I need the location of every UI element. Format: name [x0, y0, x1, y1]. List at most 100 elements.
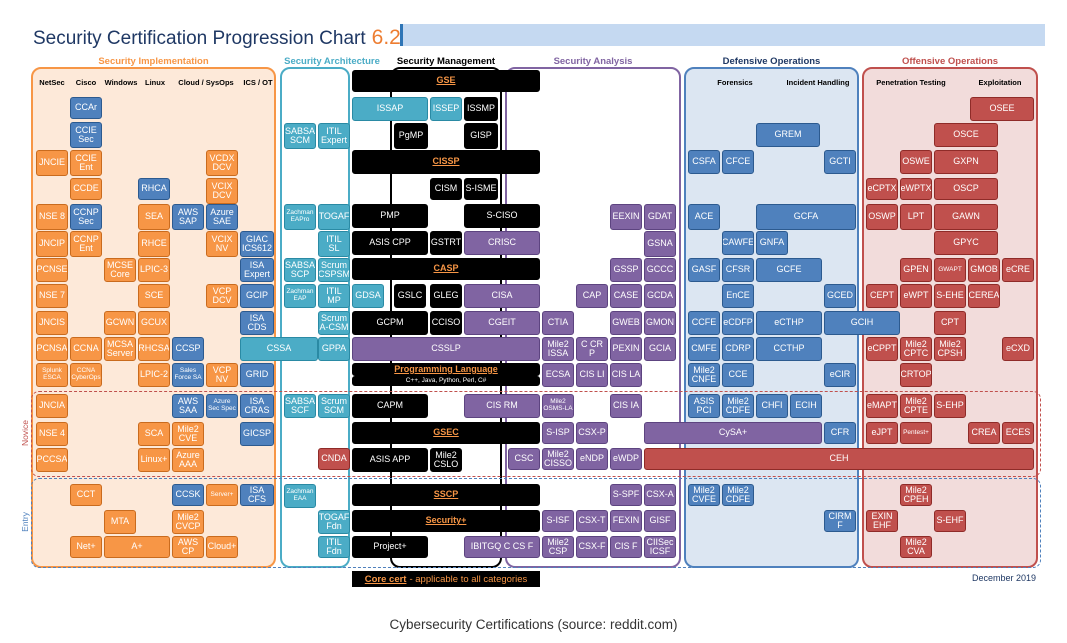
cert-cct: CCT — [70, 484, 102, 506]
panel-title-analysis: Security Analysis — [553, 56, 633, 67]
cert-ewdp: eWDP — [610, 448, 642, 470]
cert-cfce: CFCE — [722, 150, 754, 174]
col-linux: Linux — [145, 78, 165, 87]
cert-asis-app: ASIS APP — [352, 448, 428, 472]
cert-gpen: GPEN — [900, 258, 932, 282]
cert-csfa: CSFA — [688, 150, 720, 174]
cert-fexin: FEXIN — [610, 510, 642, 532]
cert-lpic-2: LPIC-2 — [138, 363, 170, 387]
cert-pentest: Pentest+ — [900, 422, 932, 444]
panel-title-defensive: Defensive Operations — [722, 56, 821, 67]
cert-ecsa: ECSA — [542, 363, 574, 387]
cert-programming-language: Programming Language — [352, 363, 540, 376]
cert-ence: EnCE — [722, 284, 754, 308]
cert-emapt: eMAPT — [866, 394, 898, 418]
cert-s-isme: S-ISME — [464, 178, 498, 200]
cert-mile2-osms-la: Mile2 OSMS-LA — [542, 394, 574, 418]
cert-ccie-sec: CCIE Sec — [70, 122, 102, 148]
cert-jncia: JNCIA — [36, 394, 68, 418]
cert-mile2-cdfe: Mile2 CDFE — [722, 484, 754, 506]
legend-desc: - applicable to all categories — [409, 573, 528, 585]
col-windows: Windows — [104, 78, 138, 87]
cert-crtop: CRTOP — [900, 363, 932, 387]
cert-ecptx: eCPTX — [866, 178, 898, 200]
cert-mile2-cvcp: Mile2 CVCP — [172, 510, 204, 534]
cert-ecre: eCRE — [1002, 258, 1034, 282]
tier-novice-region — [31, 391, 1041, 477]
cert-rhce: RHCE — [138, 231, 170, 257]
cert-mile2-cpsh: Mile2 CPSH — [934, 337, 966, 361]
cert-gmon: GMON — [644, 311, 676, 335]
cert-cysa: CySA+ — [644, 422, 822, 444]
cert-ecxd: eCXD — [1002, 337, 1034, 361]
col-cisco: Cisco — [75, 78, 97, 87]
cert-ccsk: CCSK — [172, 484, 204, 506]
cert-cissp: CISSP — [352, 150, 540, 174]
cert-gnfa: GNFA — [756, 231, 788, 255]
cert-cis-ia: CIS IA — [610, 394, 642, 418]
cert-mile2-cdfe: Mile2 CDFE — [722, 394, 754, 418]
cert-s-isf: S-ISF — [542, 510, 574, 532]
caption: Cybersecurity Certifications (source: re… — [389, 617, 678, 632]
cert-ewptx: eWPTX — [900, 178, 932, 200]
cert-nse-7: NSE 7 — [36, 284, 68, 308]
panel-title-architecture: Security Architecture — [284, 56, 380, 67]
cert-isa-cfs: ISA CFS — [240, 484, 274, 506]
cert-s-spf: S-SPF — [610, 484, 642, 506]
tier-entry-region — [31, 478, 1041, 568]
cert-gstrt: GSTRT — [430, 231, 462, 255]
cert-zachman-eaa: Zachman EAA — [284, 484, 316, 508]
cert-ibitgq-c-cs-f: IBITGQ C CS F — [464, 536, 540, 558]
cert-sabsa-scm: SABSA SCM — [284, 123, 316, 149]
cert-zachman-eap: Zachman EAP — [284, 284, 316, 308]
cert-gicsp: GICSP — [240, 422, 274, 446]
cert-mile2-cvfe: Mile2 CVFE — [688, 484, 720, 506]
cert-zachman-eapro: Zachman EAPro — [284, 204, 316, 230]
cert-c-cr-p: C CR P — [576, 337, 608, 361]
cert-cfsr: CFSR — [722, 258, 754, 282]
cert-gcpm: GCPM — [352, 311, 428, 335]
cert-csx-t: CSX-T — [576, 510, 608, 532]
cert-lpt: LPT — [900, 204, 932, 230]
title-bar — [400, 24, 1045, 46]
cert-gced: GCED — [824, 284, 856, 308]
cert-aws-saa: AWS SAA — [172, 394, 204, 418]
col-pentest: Penetration Testing — [876, 78, 946, 87]
cert-s-ehf: S-EHF — [934, 510, 966, 532]
cert-cis-f: CIS F — [610, 536, 642, 558]
chart-title: Security Certification Progression Chart… — [33, 26, 401, 50]
cert-osce: OSCE — [934, 123, 998, 147]
cert-ecppt: eCPPT — [866, 337, 898, 361]
cert-azure-sec-spec: Azure Sec Spec — [206, 394, 238, 418]
cert-grid: GRID — [240, 363, 274, 387]
cert-gcfa: GCFA — [756, 204, 856, 230]
cert-gdat: GDAT — [644, 204, 676, 230]
cert-ctia: CTIA — [542, 311, 574, 335]
cert-csx-f: CSX-F — [576, 536, 608, 558]
cert-cept: CEPT — [866, 284, 898, 308]
cert-osee: OSEE — [970, 97, 1034, 121]
cert-mile2-cnfe: Mile2 CNFE — [688, 363, 720, 387]
cert-sce: SCE — [138, 284, 170, 308]
cert-ccnp-ent: CCNP Ent — [70, 231, 102, 257]
cert-isa-cds: ISA CDS — [240, 311, 274, 335]
cert-gcih: GCIH — [824, 311, 900, 335]
cert-gcda: GCDA — [644, 284, 676, 308]
cert-mile2-cpeh: Mile2 CPEH — [900, 484, 932, 506]
title-text: Security Certification Progression Chart — [33, 28, 366, 49]
cert-gcwn: GCWN — [104, 311, 136, 335]
cert-pccsa: PCCSA — [36, 448, 68, 472]
cert-cpt: CPT — [934, 311, 966, 335]
cert-c-java-python-perl-c: C++, Java, Python, Perl, C# — [352, 376, 540, 386]
cert-jncis: JNCIS — [36, 311, 68, 335]
cert-cis-la: CIS LA — [610, 363, 642, 387]
cert-sabsa-scf: SABSA SCF — [284, 394, 316, 418]
panel-title-implementation: Security Implementation — [98, 56, 209, 67]
cert-ecdfp: eCDFP — [722, 311, 754, 335]
cert-scrum-scm: Scrum SCM — [318, 394, 350, 418]
cert-casp: CASP — [352, 258, 540, 280]
col-cloud: Cloud / SysOps — [178, 78, 234, 87]
cert-itil-sl: ITIL SL — [318, 231, 350, 257]
cert-linux: Linux+ — [138, 448, 170, 472]
cert-vcdx-dcv: VCDX DCV — [206, 150, 238, 176]
